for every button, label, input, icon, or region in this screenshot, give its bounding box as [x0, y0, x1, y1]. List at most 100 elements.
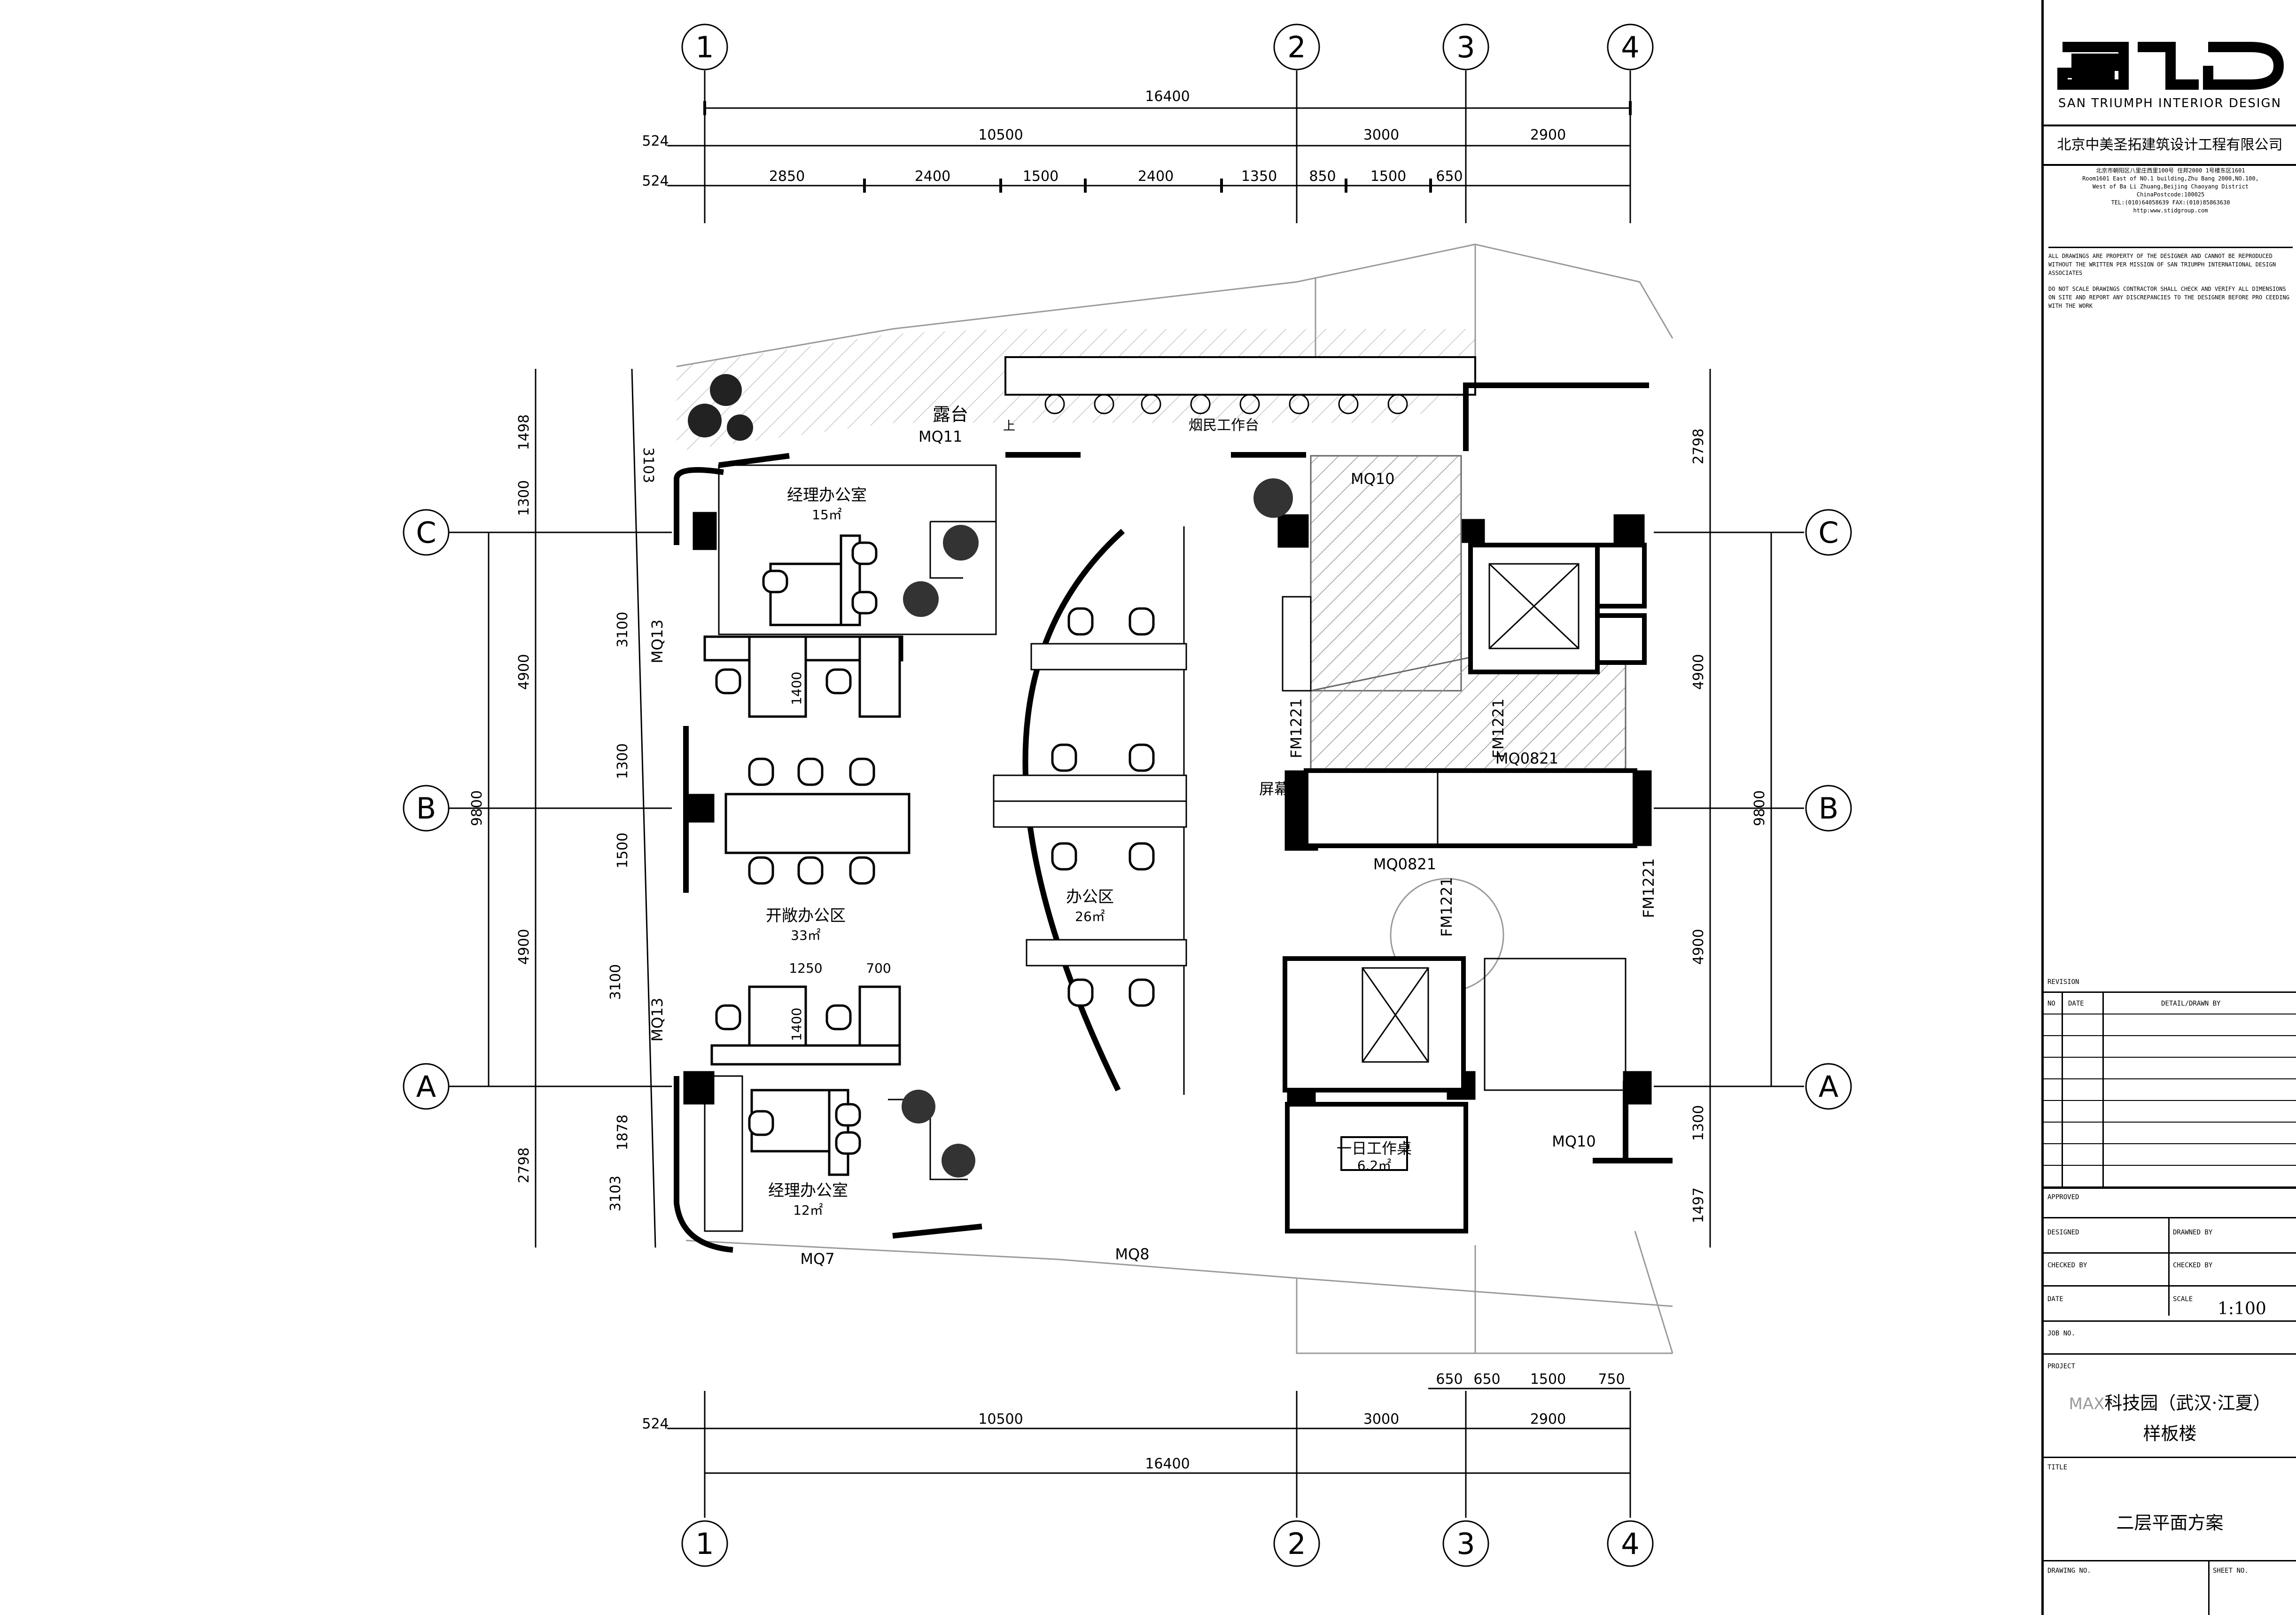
company-name: 北京中美圣拓建筑设计工程有限公司: [2044, 125, 2296, 166]
revision-table: [2044, 991, 2296, 1189]
axis-label-3: 3: [1456, 30, 1475, 64]
plant-icon: [942, 1144, 975, 1178]
svg-text:650: 650: [1436, 168, 1463, 185]
svg-text:850: 850: [1309, 168, 1336, 185]
svg-text:33㎡: 33㎡: [791, 928, 821, 943]
dimension-chain-bottom: 650 650 1500 750 524 10500 3000 2900 164…: [642, 1371, 1630, 1474]
svg-text:FM1221: FM1221: [1489, 698, 1507, 758]
svg-text:650: 650: [1436, 1371, 1463, 1388]
svg-text:1500: 1500: [615, 833, 631, 868]
svg-text:1497: 1497: [1690, 1187, 1707, 1223]
one-day-desk-label: 一日工作桌: [1337, 1139, 1412, 1157]
svg-text:4900: 4900: [516, 929, 532, 965]
svg-text:16400: 16400: [1145, 1456, 1190, 1472]
svg-text:1500: 1500: [1370, 168, 1406, 185]
svg-text:B: B: [1819, 791, 1839, 826]
sid-logo-icon: [2057, 42, 2284, 90]
company-address: 北京市朝阳区八里庄西里100号 住邦2000 1号楼东区1601 Room160…: [2082, 167, 2259, 214]
svg-text:3000: 3000: [1363, 1411, 1399, 1428]
svg-text:1: 1: [695, 1527, 714, 1561]
svg-text:1250: 1250: [789, 960, 822, 976]
svg-text:1500: 1500: [1530, 1371, 1566, 1388]
screen-label: 屏幕: [1259, 780, 1289, 798]
svg-text:MQ10: MQ10: [1552, 1132, 1596, 1150]
svg-text:MQ0821: MQ0821: [1495, 749, 1558, 767]
svg-text:1400: 1400: [789, 1007, 804, 1041]
svg-text:1400: 1400: [789, 671, 804, 705]
plant-icon: [1253, 478, 1293, 518]
svg-text:1350: 1350: [1241, 168, 1277, 185]
axis-label-1: 1: [695, 30, 714, 64]
svg-text:FM1221: FM1221: [1640, 858, 1658, 918]
title-block: SAN TRIUMPH INTERIOR DESIGN 北京中美圣拓建筑设计工程…: [2041, 0, 2296, 1615]
svg-text:2798: 2798: [516, 1147, 532, 1183]
brand-subtitle: SAN TRIUMPH INTERIOR DESIGN: [2058, 96, 2282, 110]
svg-text:MQ8: MQ8: [1115, 1245, 1149, 1263]
svg-text:MQ0821: MQ0821: [1373, 855, 1436, 873]
svg-text:3100: 3100: [607, 964, 624, 1000]
svg-text:700: 700: [866, 960, 891, 976]
project-subtitle: 样板楼: [2143, 1423, 2197, 1444]
svg-text:650: 650: [1473, 1371, 1500, 1388]
svg-text:C: C: [1818, 515, 1838, 550]
terrace: 露台 烟民工作台 上 MQ11: [677, 329, 1476, 451]
svg-text:2400: 2400: [915, 168, 950, 185]
svg-text:4900: 4900: [516, 654, 532, 690]
svg-text:MQ13: MQ13: [648, 619, 666, 663]
copyright-notice: ALL DRAWINGS ARE PROPERTY OF THE DESIGNE…: [2048, 247, 2293, 318]
project-name: MAX科技园（武汉·江夏）: [2069, 1393, 2271, 1413]
axis-bubbles-bottom: 1 2 3 4: [681, 1520, 1654, 1567]
plant-icon: [903, 581, 939, 617]
svg-text:4900: 4900: [1690, 929, 1707, 965]
axis-bubbles-side: C B A C B A: [403, 509, 1852, 1110]
dimension-chain-top: 16400 10500 3000 2900 524 524 2850 2400 …: [642, 88, 1632, 193]
svg-text:1300: 1300: [615, 743, 631, 779]
svg-text:524: 524: [642, 1416, 669, 1432]
plant-icon: [902, 1090, 935, 1123]
svg-text:9800: 9800: [1751, 790, 1768, 826]
dimension-chain-right: 2798 4900 9800 4900 1300 1497: [1690, 369, 1772, 1248]
svg-text:3103: 3103: [607, 1176, 624, 1211]
terrace-label: 露台: [933, 404, 968, 425]
drawing-title: 二层平面方案: [2116, 1513, 2224, 1533]
svg-text:2900: 2900: [1530, 1411, 1566, 1428]
svg-text:1498: 1498: [516, 414, 532, 450]
smoker-desk-label: 烟民工作台: [1189, 417, 1259, 434]
svg-text:办公区: 办公区: [1066, 888, 1114, 906]
svg-text:1300: 1300: [516, 480, 532, 516]
manager-office-top: 经理办公室 15㎡: [718, 464, 997, 635]
svg-text:3103: 3103: [640, 447, 656, 483]
svg-text:2798: 2798: [1690, 429, 1707, 464]
revision-label: REVISION: [2047, 978, 2079, 986]
svg-text:A: A: [1819, 1069, 1838, 1104]
svg-text:15㎡: 15㎡: [812, 507, 842, 523]
axis-grid-horizontal: [449, 531, 1804, 1087]
svg-text:1300: 1300: [1690, 1105, 1707, 1141]
svg-text:6.2㎡: 6.2㎡: [1357, 1158, 1392, 1173]
svg-text:2900: 2900: [1530, 127, 1566, 143]
plant-icon: [943, 525, 979, 561]
svg-text:2400: 2400: [1138, 168, 1174, 185]
axis-label-4: 4: [1621, 30, 1639, 64]
svg-text:16400: 16400: [1145, 88, 1190, 105]
svg-text:26㎡: 26㎡: [1075, 909, 1105, 924]
svg-text:FM1221: FM1221: [1287, 698, 1305, 758]
svg-text:9800: 9800: [469, 790, 485, 826]
svg-text:524: 524: [642, 173, 669, 189]
svg-text:12㎡: 12㎡: [793, 1202, 823, 1218]
svg-text:A: A: [416, 1069, 436, 1104]
svg-text:B: B: [416, 791, 436, 826]
svg-text:FM1221: FM1221: [1438, 877, 1455, 936]
svg-text:2850: 2850: [769, 168, 805, 185]
svg-text:MQ10: MQ10: [1351, 470, 1395, 488]
dimension-chain-left: 1498 1300 4900 9800 4900 2798 3103 3100 …: [469, 368, 656, 1248]
svg-text:524: 524: [642, 133, 669, 149]
floor-plan-drawing: 1 2 3 4 1 2 3 4 C B A C B A: [403, 23, 1852, 1567]
open-office: 1400 开敞办公区 33㎡ 1250 700 1400 MQ13 MQ13: [648, 619, 911, 1066]
company-logo: SAN TRIUMPH INTERIOR DESIGN: [2044, 28, 2296, 110]
svg-text:MQ13: MQ13: [648, 998, 666, 1042]
svg-text:C: C: [416, 515, 436, 550]
svg-text:3100: 3100: [615, 612, 631, 648]
axis-bubbles-top: 1 2 3 4: [681, 23, 1654, 70]
svg-text:1500: 1500: [1023, 168, 1058, 185]
